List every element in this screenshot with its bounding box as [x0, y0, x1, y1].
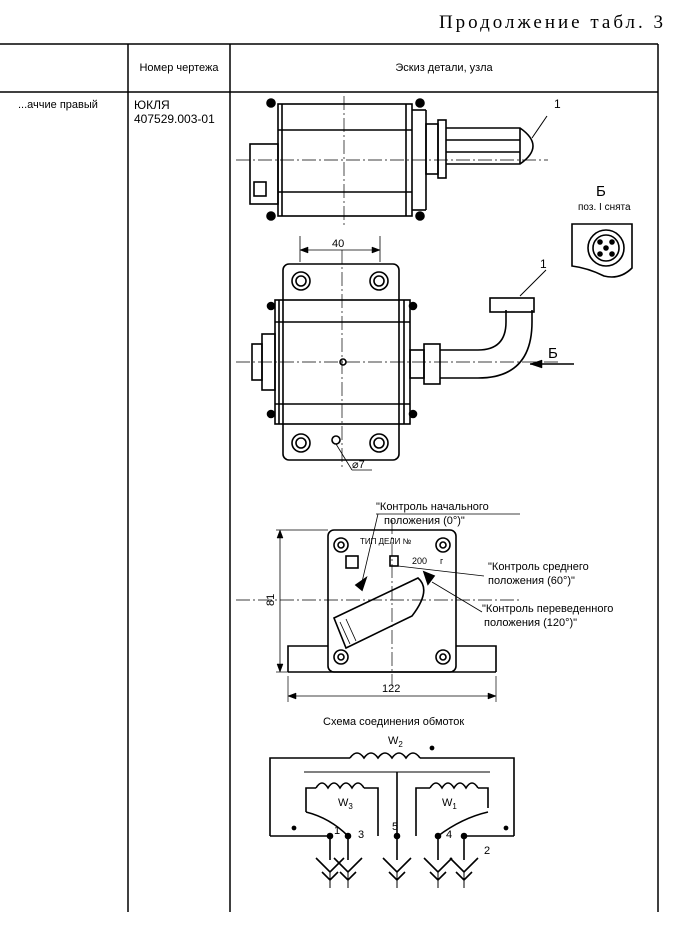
wiring-scheme	[269, 745, 515, 888]
w2-label: W2	[388, 735, 403, 749]
dim-hole: ⌀7	[352, 459, 365, 471]
header-drawing-number: Номер чертежа	[139, 62, 219, 74]
label-transferred-line1: "Контроль переведенного	[482, 603, 613, 615]
top-callout-1: 1	[554, 97, 561, 111]
w3-label: W3	[338, 797, 353, 811]
label-initial-line2: положения (0°)"	[384, 515, 465, 527]
label-middle-line1: "Контроль среднего	[488, 561, 589, 573]
terminal-3: 3	[358, 829, 364, 841]
drawing-number-line2: 407529.003-01	[134, 112, 215, 126]
terminal-4: 4	[446, 829, 452, 841]
terminal-1: 1	[334, 825, 340, 837]
dim-40: 40	[332, 238, 344, 250]
dim-81: 81	[265, 594, 277, 606]
dial-view	[236, 513, 520, 702]
terminal-5: 5	[392, 821, 398, 833]
row-name: ...аччие правый	[18, 99, 98, 111]
plate-text: ТИП ДЕЛИ №	[360, 537, 412, 546]
label-middle-line2: положения (60°)"	[488, 575, 575, 587]
middle-callout-1: 1	[540, 257, 547, 271]
view-b-letter: Б	[596, 183, 606, 200]
label-transferred-line2: положения (120°)"	[484, 617, 577, 629]
arrow-b-letter: Б	[548, 345, 558, 362]
continuation-title: Продолжение табл. 3	[438, 12, 666, 33]
plate-suffix: г	[440, 556, 444, 566]
middle-view	[236, 236, 574, 471]
wiring-title: Схема соединения обмоток	[323, 716, 464, 728]
w1-label: W1	[442, 797, 457, 811]
drawing-number-line1: ЮКЛЯ	[134, 98, 170, 112]
view-b	[571, 223, 633, 278]
plate-number: 200	[412, 556, 427, 566]
label-initial-line1: "Контроль начального	[376, 501, 489, 513]
dim-122: 122	[382, 683, 400, 695]
view-b-caption: поз. I снята	[578, 202, 631, 213]
header-sketch: Эскиз детали, узла	[395, 62, 493, 74]
top-view	[236, 96, 548, 228]
terminal-2: 2	[484, 845, 490, 857]
